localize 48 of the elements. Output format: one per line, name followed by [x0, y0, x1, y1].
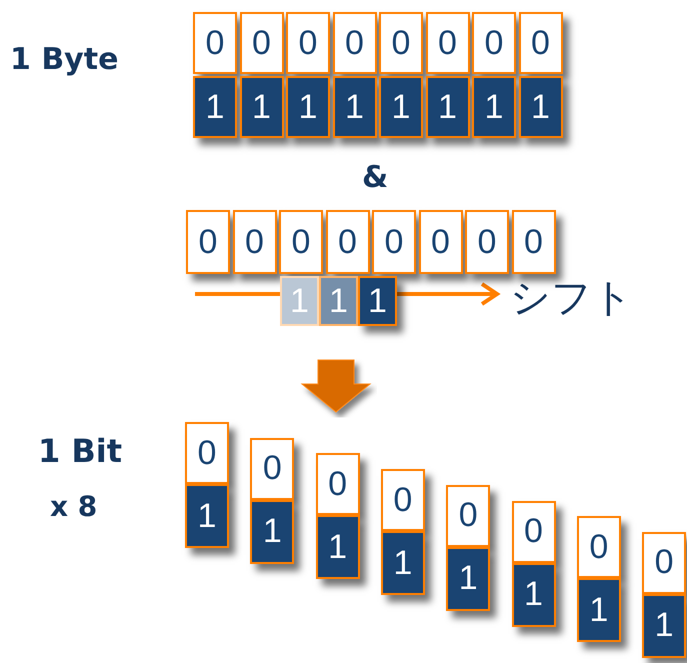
shifted-bit-cell: 1 [319, 276, 358, 326]
bit-cell: 0 [372, 210, 416, 274]
bit-cell: 0 [418, 210, 462, 274]
bit-cell: 1 [512, 562, 556, 626]
bit-cell: 0 [240, 12, 284, 74]
bit-cell: 1 [518, 76, 562, 138]
operator-label: & [362, 160, 388, 195]
bit-cell: 1 [472, 76, 516, 138]
bit-cell: 1 [576, 578, 621, 642]
unit-label: 1 Byte [10, 42, 118, 77]
bit-cell: 1 [446, 546, 490, 611]
bit-cell: 0 [576, 516, 621, 578]
bit-cell: 1 [250, 500, 294, 564]
bit-cell: 0 [250, 438, 294, 500]
bit-cell: 0 [279, 210, 323, 274]
bit-cell: 0 [186, 210, 230, 274]
bit-cell: 0 [193, 12, 237, 74]
bit-cell: 1 [185, 484, 229, 548]
bit-cell: 0 [512, 210, 556, 274]
shifted-bit-cell: 1 [358, 276, 397, 326]
bit-cell: 1 [380, 531, 425, 596]
bit-cell: 0 [286, 12, 330, 74]
bit-cell: 1 [240, 76, 284, 138]
bit-cell: 0 [518, 12, 562, 74]
shift-label: シフト [510, 274, 633, 323]
bit-cell: 1 [379, 76, 423, 138]
shifted-bit-cell: 1 [280, 276, 319, 326]
bit-cell: 0 [472, 12, 516, 74]
bit-cell: 1 [642, 594, 686, 658]
bit-cell: 0 [426, 12, 470, 74]
bit-cell: 0 [316, 453, 360, 516]
bit-cell: 1 [316, 515, 360, 580]
bit-cell: 1 [426, 76, 470, 138]
bit-cell: 1 [332, 76, 376, 138]
bit-cell: 0 [642, 532, 686, 594]
bit-cell: 0 [185, 422, 229, 484]
bit-cell: 0 [465, 210, 509, 274]
bit-cell: 1 [286, 76, 330, 138]
count-label: x 8 [50, 490, 98, 523]
bit-cell: 1 [193, 76, 237, 138]
bit-cell: 0 [326, 210, 370, 274]
bit-cell: 0 [379, 12, 423, 74]
bit-cell: 0 [512, 500, 556, 562]
unit-label: 1 Bit [38, 432, 122, 470]
bit-cell: 0 [380, 469, 425, 532]
bit-cell: 0 [446, 484, 490, 547]
bit-cell: 0 [332, 12, 376, 74]
bit-cell: 0 [232, 210, 276, 274]
